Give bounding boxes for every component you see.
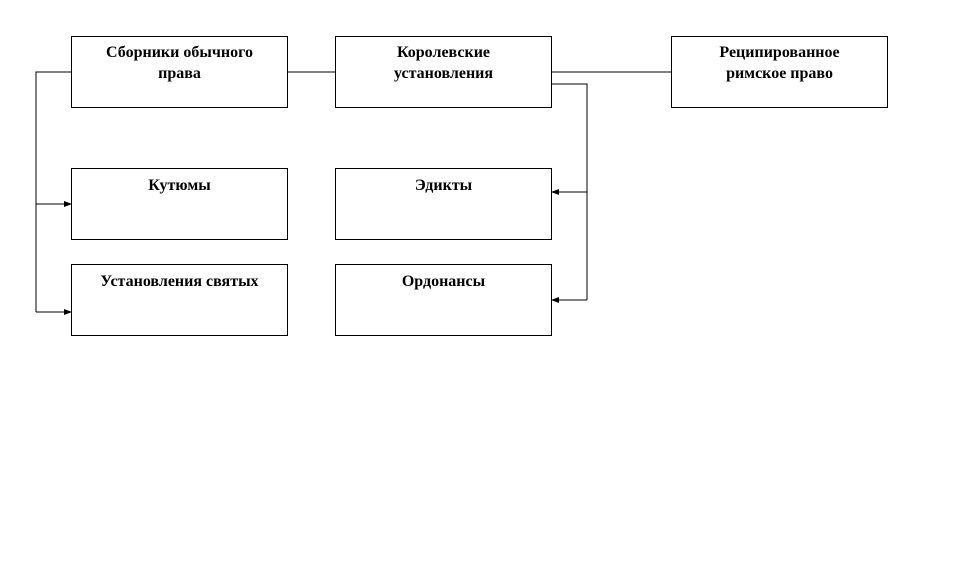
ordonances-box: Ордонансы: [335, 264, 552, 336]
royal-enactments-line1: Королевские: [396, 44, 491, 61]
link-royal-trunk: [552, 83, 588, 300]
saints-enactments-box: Установления святых: [71, 264, 288, 336]
kutyumy-box: Кутюмы: [71, 168, 288, 240]
kutyumy-label: Кутюмы: [148, 177, 211, 194]
saints-enactments-label: Установления святых: [100, 273, 259, 290]
received-roman-law-line1: Реципированное: [719, 44, 840, 61]
edicts-box: Эдикты: [335, 168, 552, 240]
received-roman-law-box: Реципированное римское право: [671, 36, 888, 108]
edicts-label: Эдикты: [414, 177, 473, 194]
ordonances-label: Ордонансы: [401, 273, 486, 290]
customary-law-collections-line1: Сборники обычного: [106, 44, 253, 61]
customary-law-collections-line2: права: [158, 65, 201, 82]
customary-law-collections-box: Сборники обычного права: [71, 36, 288, 108]
royal-enactments-line2: установления: [393, 65, 494, 82]
link-customary-trunk: [35, 71, 71, 312]
royal-enactments-box: Королевские установления: [335, 36, 552, 108]
received-roman-law-line2: римское право: [726, 65, 833, 82]
